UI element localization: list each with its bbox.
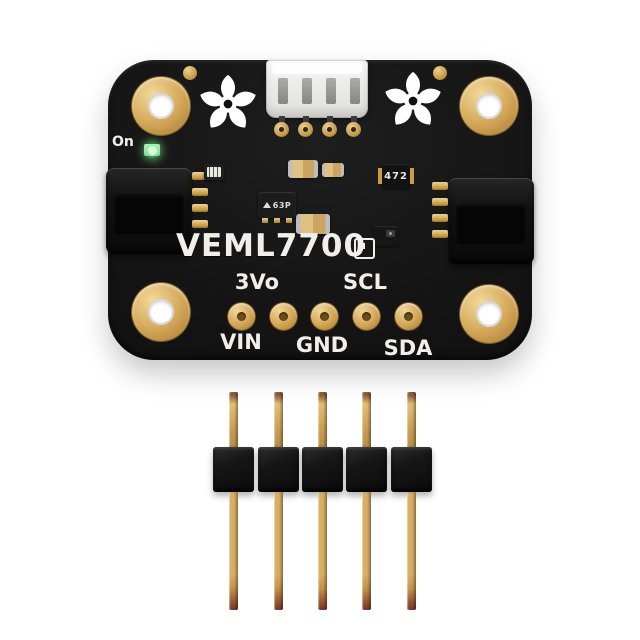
- header-pin-bottom: [407, 492, 416, 610]
- solder-pad-hole: [303, 127, 308, 132]
- header-pin-top: [362, 392, 371, 447]
- ic-leg: [286, 218, 292, 223]
- pad-hole: [404, 312, 413, 321]
- connector-opening: [114, 194, 184, 234]
- adafruit-flower-icon: [385, 71, 441, 125]
- badge-inner: [359, 243, 365, 249]
- capacitor: [322, 163, 344, 177]
- board-title: VEML7700: [176, 228, 367, 264]
- ic-label: [207, 167, 221, 177]
- connector-leg: [432, 198, 448, 206]
- connector-leg: [432, 182, 448, 190]
- connector-lip: [272, 64, 362, 74]
- stemma-qt-connector-left: [106, 168, 192, 254]
- ic-leg: [262, 218, 268, 223]
- header-plastic-block: [213, 447, 254, 492]
- header-pin-bottom: [229, 492, 238, 610]
- white-jst-connector: [266, 60, 368, 118]
- header-pin-bottom: [362, 492, 371, 610]
- breakout-pad-3vo: [270, 303, 297, 330]
- silkscreen-badge-icon: [354, 238, 375, 259]
- header-pin-bottom: [274, 492, 283, 610]
- sensor-dot: [389, 232, 392, 235]
- header-plastic-block: [346, 447, 387, 492]
- veml7700-sensor-chip: [374, 226, 398, 246]
- connector-slot: [350, 78, 360, 104]
- connector-leg: [192, 220, 208, 228]
- mounting-hole-bore: [476, 301, 502, 327]
- resistor-terminal: [378, 168, 382, 184]
- pad-hole: [237, 312, 246, 321]
- pad-hole: [279, 312, 288, 321]
- connector-leg: [192, 188, 208, 196]
- via-pad: [433, 66, 447, 80]
- breakout-pad-vin: [228, 303, 255, 330]
- connector-leg: [192, 204, 208, 212]
- pin-label-vin: VIN: [220, 330, 262, 354]
- mounting-hole-bore: [476, 93, 502, 119]
- connector-slot: [302, 78, 312, 104]
- breakout-pad-scl: [353, 303, 380, 330]
- adafruit-flower-icon: [200, 74, 256, 128]
- power-led: [148, 146, 157, 155]
- breakout-pad-gnd: [311, 303, 338, 330]
- mounting-hole-bore: [148, 299, 174, 325]
- mounting-hole-bore: [148, 93, 174, 119]
- solder-pad: [298, 122, 313, 137]
- solder-pad: [322, 122, 337, 137]
- connector-opening: [456, 204, 526, 244]
- connector-slot: [326, 78, 336, 104]
- resistor-network: 472: [378, 164, 414, 188]
- pcb-board: On 63P 472 VEML7700 3Vo SCL: [106, 60, 534, 360]
- mounting-hole: [132, 77, 190, 135]
- header-plastic-block: [258, 447, 299, 492]
- via-pad: [183, 66, 197, 80]
- connector-leg: [432, 214, 448, 222]
- solder-pad: [346, 122, 361, 137]
- header-pin-top: [318, 392, 327, 447]
- header-pin-top: [274, 392, 283, 447]
- resistor-terminal: [410, 168, 414, 184]
- mounting-hole: [132, 283, 190, 341]
- stemma-qt-connector-right: [448, 178, 534, 264]
- pin-label-sda: SDA: [383, 336, 433, 360]
- resistor-marking: 472: [384, 170, 408, 182]
- mounting-hole: [460, 285, 518, 343]
- capacitor: [296, 214, 330, 234]
- pin-label-gnd: GND: [295, 333, 349, 357]
- header-pin-top: [407, 392, 416, 447]
- mounting-hole: [460, 77, 518, 135]
- solder-pad-hole: [351, 127, 356, 132]
- header-pin-bottom: [318, 492, 327, 610]
- solder-pad-hole: [327, 127, 332, 132]
- solder-pad: [274, 122, 289, 137]
- regulator-marking: 63P: [272, 200, 292, 210]
- header-pin-top: [229, 392, 238, 447]
- solder-pad-hole: [279, 127, 284, 132]
- breakout-pad-sda: [395, 303, 422, 330]
- on-led-label: On: [112, 134, 134, 150]
- connector-slot: [278, 78, 288, 104]
- ic-leg: [274, 218, 280, 223]
- connector-leg: [192, 172, 208, 180]
- pin-label-3vo: 3Vo: [234, 270, 280, 294]
- capacitor: [288, 160, 318, 178]
- regulator-ic: 63P: [258, 192, 296, 223]
- triangle-mark-icon: [262, 202, 271, 208]
- pin-label-scl: SCL: [343, 270, 387, 294]
- connector-leg: [432, 230, 448, 238]
- pad-hole: [320, 312, 329, 321]
- header-plastic-block: [302, 447, 343, 492]
- small-ic: [204, 164, 224, 180]
- pad-hole: [362, 312, 371, 321]
- header-plastic-block: [391, 447, 432, 492]
